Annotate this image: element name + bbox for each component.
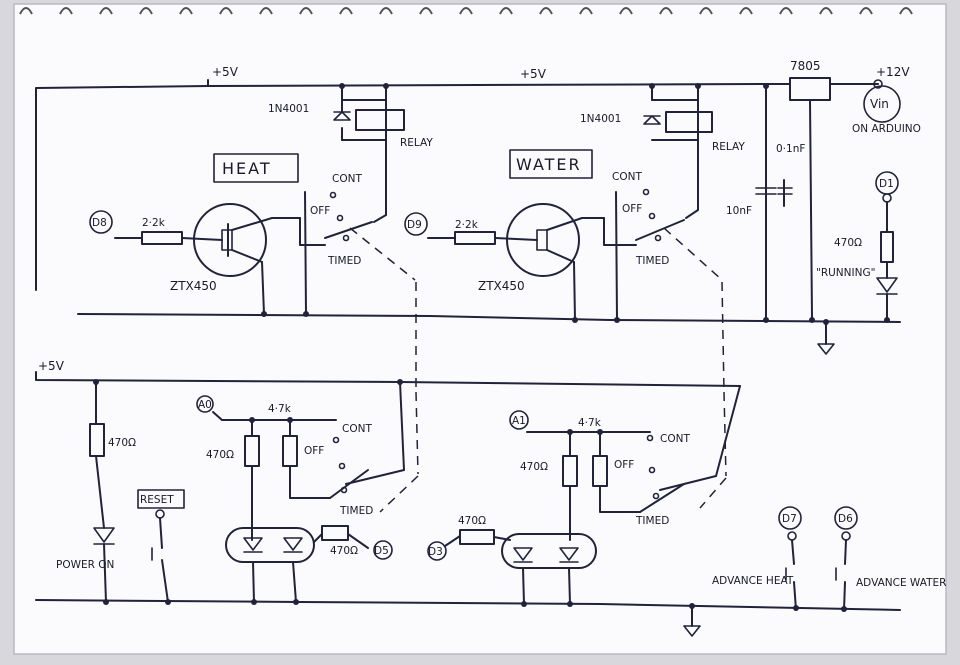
label-cont3: CONT [342, 423, 372, 435]
label-relay2: RELAY [712, 141, 745, 153]
water-box [509, 149, 593, 179]
label-d6: D6 [838, 513, 853, 525]
label-d1: D1 [879, 178, 894, 190]
label-timed1: TIMED [327, 255, 361, 267]
label-adv-water: ADVANCE WATER [856, 577, 946, 589]
label-regulator: 7805 [790, 59, 821, 73]
label-water: WATER [516, 155, 582, 174]
d7-circle [778, 506, 802, 530]
label-timed2: TIMED [635, 255, 669, 267]
label-off1: OFF [310, 205, 330, 217]
label-plus5v-b: +5V [520, 67, 547, 81]
label-adv-heat: ADVANCE HEAT [712, 575, 794, 587]
label-a0: A0 [198, 399, 212, 411]
reset-box [137, 489, 185, 509]
label-plus5v-a: +5V [212, 65, 239, 79]
label-running: "RUNNING" [816, 267, 875, 279]
label-r-pwr: 470Ω [108, 437, 136, 449]
label-cont4: CONT [660, 433, 690, 445]
d8-circle [89, 210, 113, 234]
label-ztx2: ZTX450 [478, 279, 525, 293]
label-r-d1: 470Ω [834, 237, 862, 249]
label-cap2: 10nF [726, 205, 752, 217]
label-cap1: 0·1nF [776, 143, 805, 155]
vin-circle [863, 85, 901, 123]
label-off2: OFF [622, 203, 642, 215]
label-r1: 2·2k [142, 217, 166, 229]
label-off4: OFF [614, 459, 634, 471]
label-timed3: TIMED [339, 505, 373, 517]
label-vin: Vin [870, 97, 889, 111]
label-r470-2: 470Ω [520, 461, 548, 473]
label-r470-d3: 470Ω [458, 515, 486, 527]
label-heat: HEAT [222, 159, 272, 178]
label-timed4: TIMED [635, 515, 669, 527]
label-r2: 2·2k [455, 219, 479, 231]
bottom-junction-dots [93, 379, 847, 612]
label-diode1: 1N4001 [268, 103, 309, 115]
d9-circle [404, 212, 428, 236]
label-r47k-2: 4·7k [578, 417, 602, 429]
label-cont1: CONT [332, 173, 362, 185]
label-cont2: CONT [612, 171, 642, 183]
label-plus12v: +12V [876, 65, 910, 79]
label-d9: D9 [407, 219, 422, 231]
label-r470-d5: 470Ω [330, 545, 358, 557]
label-d7: D7 [782, 513, 797, 525]
label-on-arduino: ON ARDUINO [852, 123, 921, 135]
label-power-on: POWER ON [56, 559, 114, 571]
label-d5: D5 [374, 545, 389, 557]
heat-box [213, 153, 299, 183]
label-relay1: RELAY [400, 137, 433, 149]
label-off3: OFF [304, 445, 324, 457]
d1-circle [875, 171, 899, 195]
label-a1: A1 [512, 415, 526, 427]
label-plus5v-c: +5V [38, 359, 65, 373]
label-d3: D3 [428, 546, 443, 558]
label-reset: RESET [140, 494, 174, 506]
top-junction-dots [261, 83, 890, 325]
label-r47k-1: 4·7k [268, 403, 292, 415]
paper-page [13, 3, 947, 655]
d6-circle [834, 506, 858, 530]
spiral-binding [19, 7, 913, 15]
top-circuit-wiring [35, 77, 901, 393]
label-d8: D8 [92, 217, 107, 229]
label-r470-1: 470Ω [206, 449, 234, 461]
label-ztx1: ZTX450 [170, 279, 217, 293]
label-diode2: 1N4001 [580, 113, 621, 125]
